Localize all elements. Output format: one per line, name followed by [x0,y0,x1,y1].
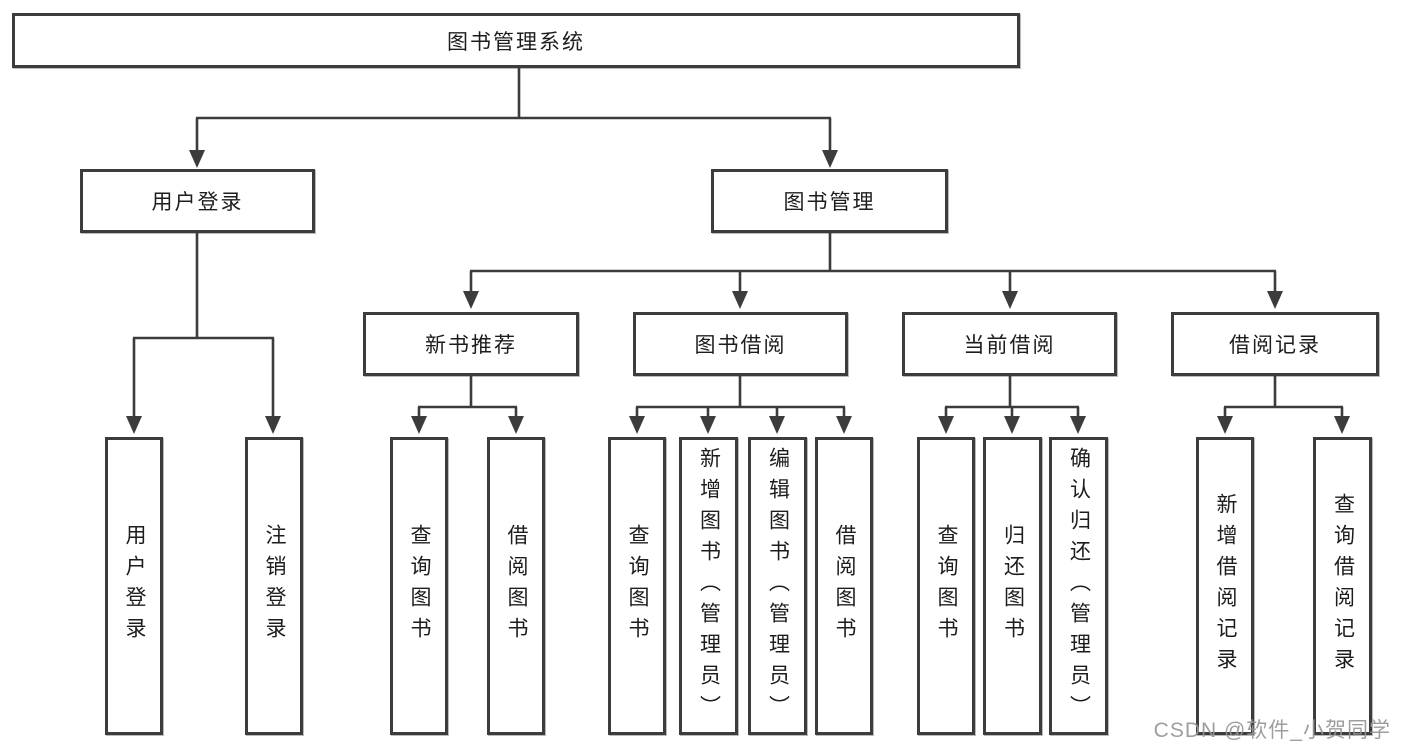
node-label: 图书管理系统 [447,30,585,54]
node-label: 用户登录 [151,191,244,214]
leaf-label: 新增图书（管理员） [697,446,721,726]
leaf-label: 用户登录 [123,524,146,648]
node-label: 图书管理 [783,191,876,214]
leaf-confirm-return-admin: 确认归还（管理员） [1049,437,1108,735]
leaf-logout: 注销登录 [245,437,303,735]
node-book-management: 图书管理 [711,169,948,233]
leaf-label: 新增借阅记录 [1214,493,1237,679]
leaf-label: 归还图书 [1001,524,1025,648]
node-label: 借阅记录 [1229,334,1321,357]
leaf-label: 借阅图书 [833,524,856,648]
leaf-return-books: 归还图书 [983,437,1042,735]
leaf-query-books-recommend: 查询图书 [390,437,448,735]
node-user-login: 用户登录 [80,169,315,233]
node-library-system: 图书管理系统 [12,13,1020,68]
leaf-label: 编辑图书（管理员） [766,446,790,726]
node-current-borrowing: 当前借阅 [902,312,1117,376]
leaf-borrow-books-recommend: 借阅图书 [487,437,545,735]
leaf-label: 注销登录 [263,524,286,648]
leaf-label: 查询借阅记录 [1331,493,1355,679]
leaf-query-borrow-record: 查询借阅记录 [1313,437,1372,735]
leaf-label: 查询图书 [935,524,958,648]
node-new-book-recommendation: 新书推荐 [363,312,579,376]
leaf-add-book-admin: 新增图书（管理员） [679,437,738,735]
leaf-add-borrow-record: 新增借阅记录 [1196,437,1254,735]
node-borrowing-records: 借阅记录 [1171,312,1379,376]
leaf-borrow-books: 借阅图书 [815,437,873,735]
leaf-label: 查询图书 [408,524,431,648]
leaf-query-books-current: 查询图书 [917,437,975,735]
leaf-query-books-borrow: 查询图书 [608,437,666,735]
leaf-edit-book-admin: 编辑图书（管理员） [748,437,807,735]
arrowheads [126,150,1350,434]
node-label: 当前借阅 [963,334,1056,357]
node-book-borrowing: 图书借阅 [633,312,848,376]
leaf-user-login: 用户登录 [105,437,163,735]
leaf-label: 借阅图书 [505,524,528,648]
leaf-label: 查询图书 [626,524,649,648]
node-label: 新书推荐 [425,334,517,357]
leaf-label: 确认归还（管理员） [1067,446,1091,726]
node-label: 图书借阅 [694,334,787,357]
csdn-watermark: CSDN @软件_小贺同学 [1153,719,1391,742]
